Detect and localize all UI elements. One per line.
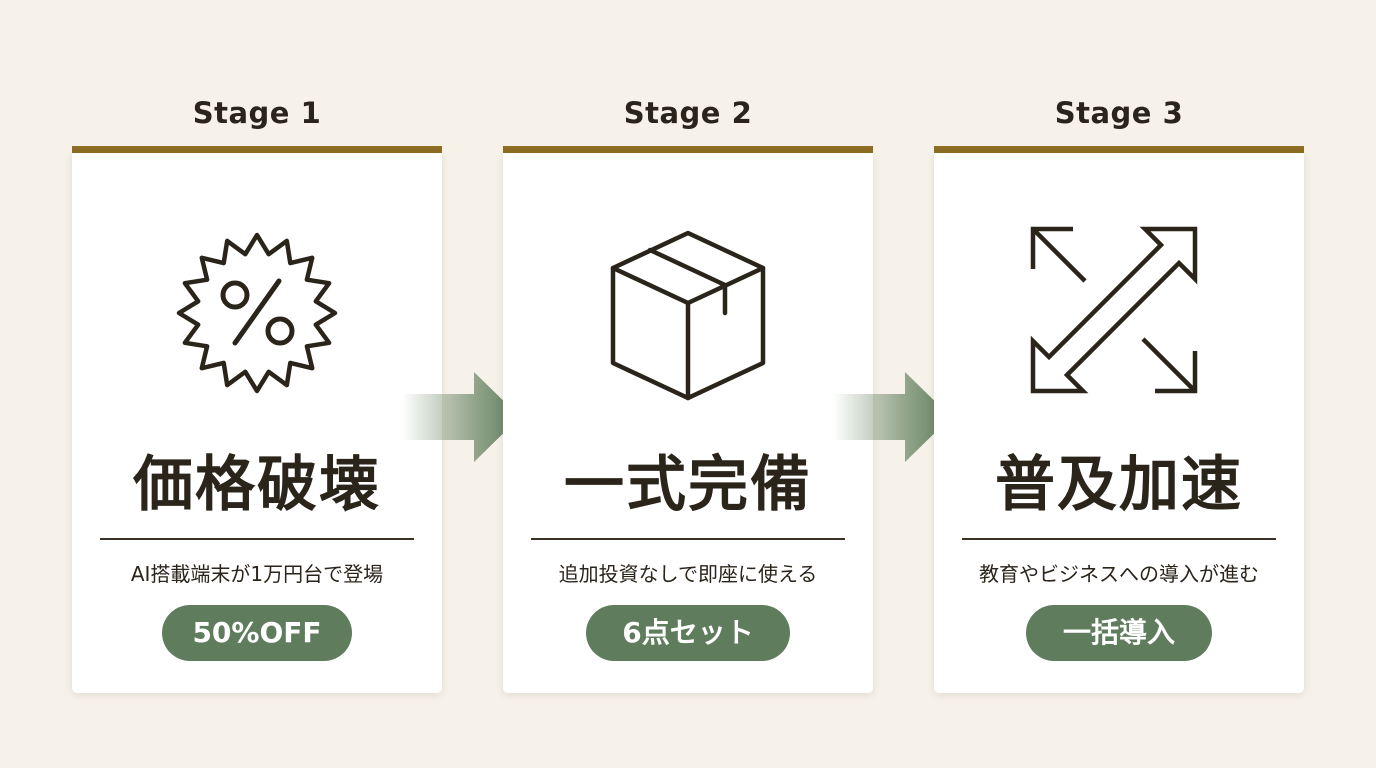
badge: 一括導入 bbox=[1026, 605, 1212, 661]
arrow-right-icon bbox=[402, 372, 520, 462]
badge: 50%OFF bbox=[162, 605, 352, 661]
subtext: AI搭載端末が1万円台で登場 bbox=[130, 562, 384, 586]
headline: 普及加速 bbox=[995, 450, 1243, 520]
badge: 6点セット bbox=[586, 605, 790, 661]
headline: 価格破壊 bbox=[133, 450, 381, 520]
stage-accent-bar bbox=[934, 146, 1304, 153]
stage-label: Stage 2 bbox=[623, 96, 753, 130]
subtext: 教育やビジネスへの導入が進む bbox=[979, 562, 1259, 586]
stage-accent-bar bbox=[503, 146, 873, 153]
divider bbox=[100, 538, 414, 540]
headline: 一式完備 bbox=[564, 450, 812, 520]
stage-accent-bar bbox=[72, 146, 442, 153]
divider bbox=[531, 538, 845, 540]
stage-label: Stage 1 bbox=[192, 96, 322, 130]
arrow-right-icon bbox=[833, 372, 951, 462]
subtext: 追加投資なしで即座に使える bbox=[558, 562, 818, 586]
expand-arrows-icon bbox=[1030, 226, 1198, 394]
package-box-icon bbox=[610, 230, 766, 401]
stage-card: 価格破壊 AI搭載端末が1万円台で登場 50%OFF bbox=[72, 153, 442, 693]
stage-card: 普及加速 教育やビジネスへの導入が進む 一括導入 bbox=[934, 153, 1304, 693]
divider bbox=[962, 538, 1276, 540]
discount-badge-icon bbox=[176, 232, 338, 394]
stage-card: 一式完備 追加投資なしで即座に使える 6点セット bbox=[503, 153, 873, 693]
stage-label: Stage 3 bbox=[1054, 96, 1184, 130]
